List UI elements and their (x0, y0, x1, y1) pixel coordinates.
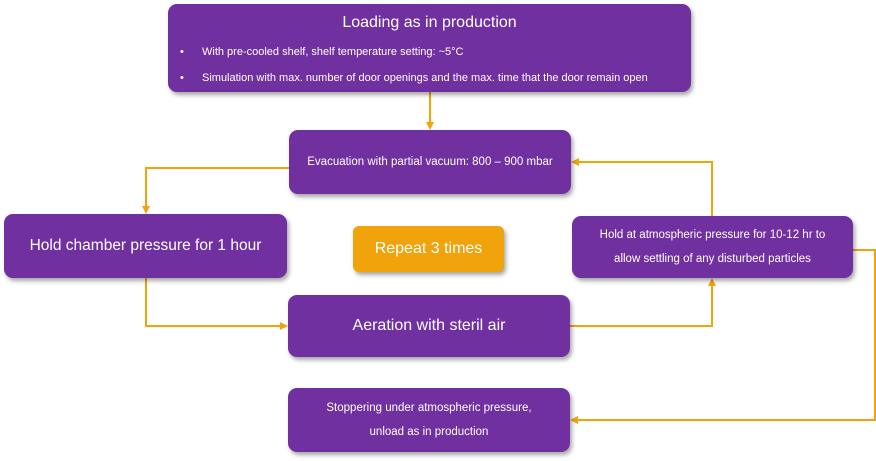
hold-chamber-step-box: Hold chamber pressure for 1 hour (4, 214, 287, 278)
arrow-evacuation-to-hold-chamber (142, 167, 289, 214)
stoppering-line-1: Stoppering under atmospheric pressure, (326, 402, 532, 414)
loading-bullet-text: With pre-cooled shelf, shelf temperature… (202, 46, 464, 58)
arrow-aeration-to-hold-atmospheric (570, 278, 716, 327)
loading-bullet-item: • Simulation with max. number of door op… (180, 71, 683, 85)
arrow-hold-chamber-to-aeration (145, 278, 288, 330)
hold-atmospheric-line-2: allow settling of any disturbed particle… (614, 253, 811, 265)
stoppering-line-2: unload as in production (369, 426, 489, 438)
loading-step-box: Loading as in production • With pre-cool… (168, 4, 691, 92)
repeat-badge: Repeat 3 times (353, 226, 504, 272)
aeration-step-text: Aeration with steril air (352, 317, 506, 334)
aeration-step-box: Aeration with steril air (288, 295, 570, 357)
hold-chamber-step-text: Hold chamber pressure for 1 hour (29, 237, 262, 254)
loading-bullet-text: Simulation with max. number of door open… (202, 72, 648, 84)
hold-atmospheric-step-box: Hold at atmospheric pressure for 10-12 h… (572, 216, 853, 278)
evacuation-step-box: Evacuation with partial vacuum: 800 – 90… (289, 130, 571, 194)
repeat-badge-text: Repeat 3 times (374, 240, 483, 257)
loading-step-bullets: • With pre-cooled shelf, shelf temperatu… (180, 45, 683, 97)
bullet-icon: • (180, 72, 184, 84)
arrow-hold-atmospheric-to-stoppering (570, 249, 876, 424)
arrow-hold-atmospheric-to-evacuation (571, 158, 713, 216)
evacuation-step-text: Evacuation with partial vacuum: 800 – 90… (307, 156, 553, 168)
loading-step-title: Loading as in production (342, 14, 517, 31)
loading-bullet-item: • With pre-cooled shelf, shelf temperatu… (180, 45, 683, 59)
bullet-icon: • (180, 46, 184, 58)
hold-atmospheric-line-1: Hold at atmospheric pressure for 10-12 h… (599, 229, 826, 241)
stoppering-step-box: Stoppering under atmospheric pressure, u… (288, 388, 570, 452)
